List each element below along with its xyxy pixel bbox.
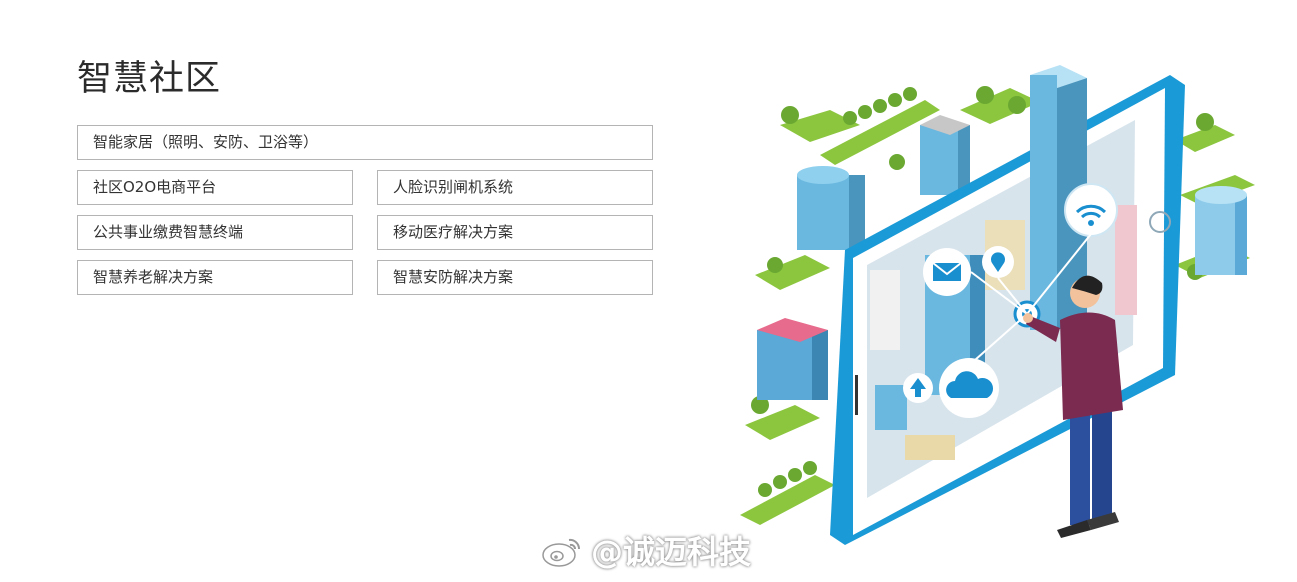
upload-arrow-icon: [903, 373, 933, 403]
weibo-logo-icon: [542, 538, 581, 567]
left-buildings: [757, 115, 970, 400]
feature-mobile-healthcare[interactable]: 移动医疗解决方案: [377, 215, 653, 250]
wifi-icon: [1064, 183, 1118, 237]
mail-icon: [923, 248, 971, 296]
feature-smart-elderly-care[interactable]: 智慧养老解决方案: [77, 260, 353, 295]
right-buildings: [1195, 186, 1247, 275]
feature-o2o-ecommerce[interactable]: 社区O2O电商平台: [77, 170, 353, 205]
smart-city-illustration: [740, 65, 1255, 545]
feature-smart-home[interactable]: 智能家居（照明、安防、卫浴等）: [77, 125, 653, 160]
feature-utility-payment-terminal[interactable]: 公共事业缴费智慧终端: [77, 215, 353, 250]
feature-face-recognition-gate[interactable]: 人脸识别闸机系统: [377, 170, 653, 205]
feature-smart-security[interactable]: 智慧安防解决方案: [377, 260, 653, 295]
trees: [751, 86, 1214, 497]
person: [1023, 275, 1123, 538]
floating-icons: [903, 183, 1118, 418]
cloud-icon: [939, 358, 999, 418]
watermark-text: @诚迈科技: [591, 533, 752, 571]
watermark: @诚迈科技: [539, 528, 751, 572]
location-pin-icon: [982, 246, 1014, 278]
page-title: 智慧社区: [77, 59, 222, 99]
